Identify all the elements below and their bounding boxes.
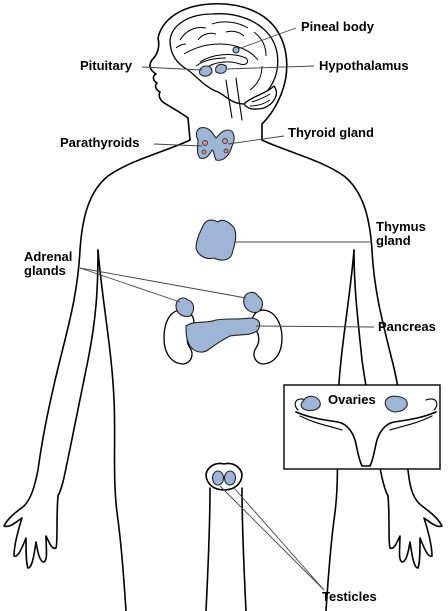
head-outline [149, 2, 288, 141]
left-ovary [300, 395, 321, 412]
waist-left [97, 249, 127, 611]
uterus [295, 411, 437, 467]
parathyroid-1 [202, 140, 208, 146]
inner-arm-left [57, 249, 99, 497]
right-adrenal-gland [243, 291, 264, 313]
thyroid-group [195, 127, 235, 161]
label-thymus-line1: Thymus [376, 219, 426, 234]
parathyroid-2 [222, 138, 228, 144]
pancreas-gland [185, 317, 261, 353]
thymus-gland [195, 219, 237, 261]
label-adrenal-line1: Adrenal [24, 249, 73, 264]
hypothalamus-gland [215, 63, 228, 74]
label-pituitary: Pituitary [80, 58, 133, 73]
label-ovaries: Ovaries [328, 392, 376, 407]
torso-left [23, 139, 191, 507]
neck-front [187, 117, 191, 141]
label-pancreas: Pancreas [378, 319, 436, 334]
label-parathyroids: Parathyroids [60, 135, 140, 150]
label-thyroid-gland: Thyroid gland [288, 125, 374, 140]
testicles-group [205, 462, 243, 491]
pineal-body-gland [232, 46, 240, 54]
parathyroid-4 [223, 148, 229, 154]
torso-right [261, 139, 423, 507]
right-ovary [384, 395, 408, 413]
label-pineal-body: Pineal body [301, 19, 374, 34]
left-hand [3, 495, 59, 569]
label-adrenal-line2: glands [24, 263, 66, 278]
label-thymus-line2: gland [376, 233, 411, 248]
ovaries-inset [283, 384, 441, 470]
brain [169, 13, 279, 121]
leader-lines [79, 27, 375, 591]
left-testicle [211, 470, 225, 486]
parathyroid-3 [201, 149, 207, 155]
right-hand [387, 495, 443, 569]
kidney-pancreas-group [163, 291, 283, 365]
inner-leg-left [205, 487, 211, 611]
left-adrenal-gland [175, 297, 195, 318]
brain-outline [169, 13, 279, 105]
pituitary-gland [198, 65, 213, 77]
right-kidney [251, 309, 283, 365]
label-testicles: Testicles [322, 589, 377, 604]
inner-leg-right [241, 487, 247, 611]
label-hypothalamus: Hypothalamus [319, 58, 409, 73]
right-testicle [223, 470, 237, 486]
